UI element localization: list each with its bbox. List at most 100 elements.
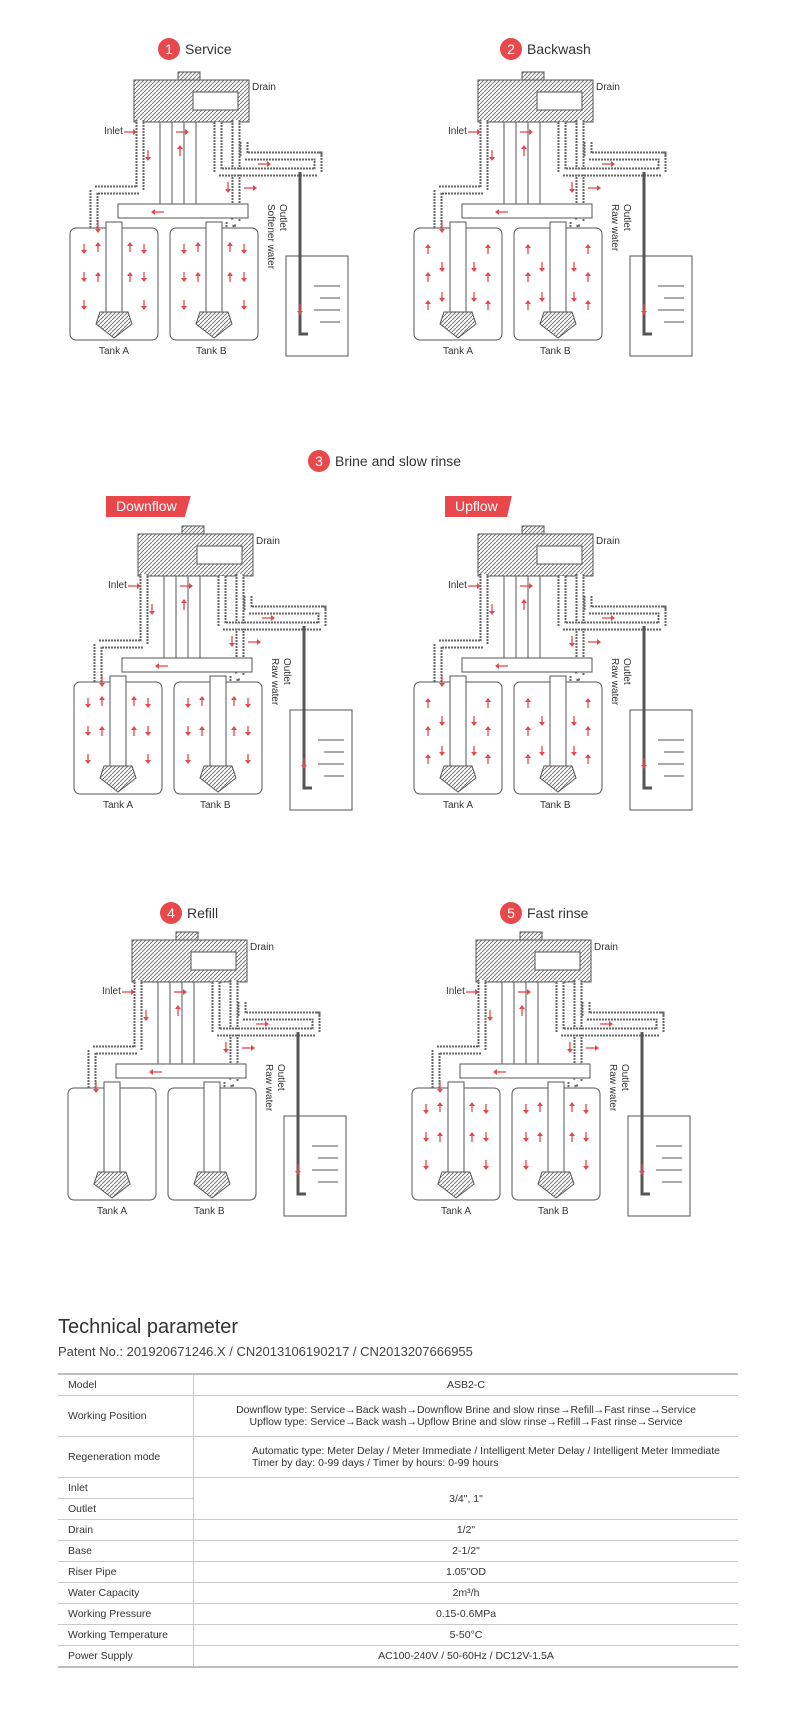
arrow-head: [585, 754, 591, 758]
arrow-head: [265, 1021, 269, 1027]
brine-line: [640, 1032, 650, 1196]
drain-port: [536, 91, 583, 111]
param-value: 3/4", 1": [193, 1477, 738, 1520]
arrow-head: [477, 583, 481, 589]
riser-tube: [209, 675, 227, 767]
arrow-head: [81, 306, 87, 310]
arrow-head: [585, 272, 591, 276]
inlet-pipe-bore: [435, 574, 487, 706]
arrow-head: [437, 1132, 443, 1136]
arrow-head: [185, 704, 191, 708]
distributor: [93, 1171, 131, 1199]
step-label: Fast rinse: [527, 905, 589, 921]
distributor: [193, 1171, 231, 1199]
arrow-head: [569, 189, 575, 193]
arrow-head: [437, 1102, 443, 1106]
header-pipe: [117, 203, 249, 219]
table-row: Drain 1/2": [58, 1519, 738, 1541]
arrow-head: [523, 1166, 529, 1170]
outlet-water-label: Softener water: [265, 204, 276, 270]
tank-a-label: Tank A: [99, 346, 130, 357]
arrow-head: [485, 698, 491, 702]
arrow-head: [471, 268, 477, 272]
param-key: Model: [58, 1373, 194, 1396]
arrow-head: [525, 300, 531, 304]
arrow-head: [485, 754, 491, 758]
arrow-head: [223, 1049, 229, 1053]
tank-b-label: Tank B: [540, 346, 571, 357]
step-number: 4: [160, 902, 182, 924]
arrow-head: [567, 1049, 573, 1053]
arrow-head: [525, 726, 531, 730]
arrow-head: [527, 989, 531, 995]
arrow-head: [571, 268, 577, 272]
tank-a-label: Tank A: [443, 346, 474, 357]
header-pipe: [461, 203, 593, 219]
arrow-head: [609, 1021, 613, 1027]
arrow-head: [99, 726, 105, 730]
param-line: Upflow type: Service→Back wash→Upflow Br…: [249, 1416, 683, 1428]
arrow-head: [539, 298, 545, 302]
arrow-head: [301, 765, 307, 769]
arrow-head: [181, 250, 187, 254]
drain-port: [536, 545, 583, 565]
tank-a-label: Tank A: [103, 800, 134, 811]
arrow-head: [85, 704, 91, 708]
arrow-head: [141, 306, 147, 310]
arrow-head: [245, 704, 251, 708]
table-row: Base 2-1/2": [58, 1540, 738, 1562]
step-3-header: 3 Brine and slow rinse: [308, 450, 461, 472]
arrow-head: [137, 583, 141, 589]
arrow-head: [521, 145, 527, 149]
arrow-head: [437, 1089, 443, 1093]
table-row: Riser Pipe 1.05"OD: [58, 1561, 738, 1583]
table-row: Inlet 3/4", 1": [58, 1477, 738, 1520]
step-5-header: 5 Fast rinse: [500, 902, 588, 924]
drain-port: [190, 951, 237, 971]
arrow-head: [483, 1166, 489, 1170]
arrow-head: [585, 244, 591, 248]
inlet-pipe-bore: [91, 120, 143, 252]
arrow-head: [523, 1138, 529, 1142]
arrow-head: [95, 272, 101, 276]
header-pipe: [121, 657, 253, 673]
drain-port: [196, 545, 243, 565]
arrow-head: [85, 732, 91, 736]
arrow-head: [267, 161, 271, 167]
outlet-label: Outlet: [619, 1064, 630, 1091]
arrow-head: [127, 242, 133, 246]
drain-label: Drain: [596, 82, 620, 93]
riser-tube: [109, 675, 127, 767]
riser-tube: [449, 675, 467, 767]
arrow-head: [145, 760, 151, 764]
arrow-head: [641, 765, 647, 769]
step-number: 5: [500, 902, 522, 924]
arrow-head: [241, 250, 247, 254]
header-pipe: [461, 657, 593, 673]
inlet-pipe-bore: [89, 980, 141, 1112]
riser-tube: [105, 221, 123, 313]
arrow-head: [485, 244, 491, 248]
drain-label: Drain: [596, 536, 620, 547]
arrow-head: [257, 639, 261, 645]
distributor: [195, 311, 233, 339]
arrow-head: [183, 989, 187, 995]
arrow-head: [569, 1132, 575, 1136]
inlet-label: Inlet: [448, 126, 467, 137]
riser-tube: [547, 1081, 565, 1173]
step-label: Refill: [187, 905, 219, 921]
arrow-head: [175, 1005, 181, 1009]
arrow-head: [641, 311, 647, 315]
arrow-head: [485, 272, 491, 276]
arrow-head: [611, 161, 615, 167]
arrow-head: [425, 754, 431, 758]
upflow-tag: Upflow: [445, 496, 512, 517]
arrow-head: [99, 683, 105, 687]
arrow-head: [93, 1089, 99, 1093]
outlet-water-label: Raw water: [269, 658, 280, 706]
outlet-pipe-bore: [559, 122, 665, 175]
outlet-water-label: Raw water: [609, 658, 620, 706]
inlet-pipe-bore: [435, 120, 487, 252]
arrow-head: [149, 611, 155, 615]
arrow-head: [597, 639, 601, 645]
